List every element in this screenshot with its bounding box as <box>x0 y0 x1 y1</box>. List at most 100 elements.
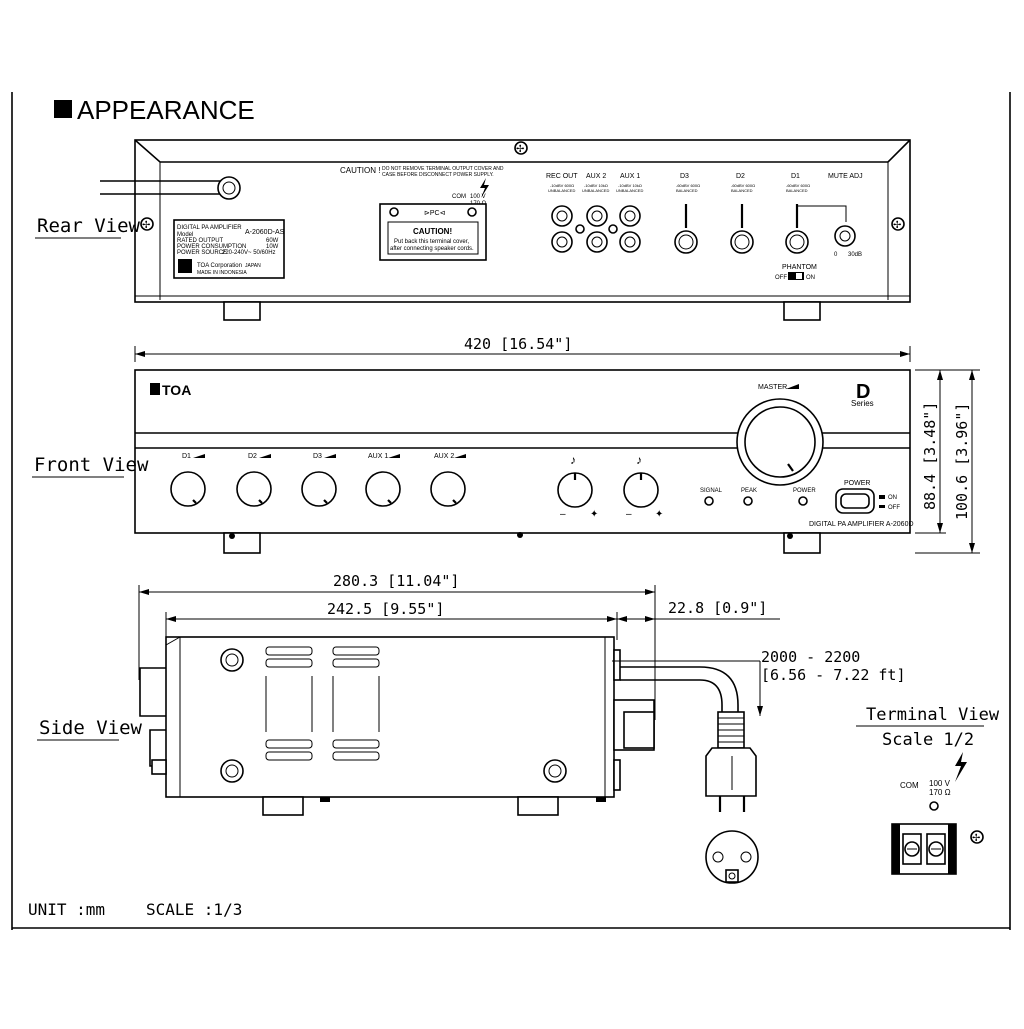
rating-label: DIGITAL PA AMPLIFIER Model A-2060D-AS RA… <box>173 219 285 279</box>
svg-text:MUTE ADJ: MUTE ADJ <box>828 173 863 180</box>
svg-text:-60dBV 600Ω: -60dBV 600Ω <box>676 183 700 188</box>
svg-text:-10dBV 10kΩ: -10dBV 10kΩ <box>618 183 642 188</box>
svg-text:10W: 10W <box>266 244 279 250</box>
series-logo: D <box>856 381 870 403</box>
svg-text:after connecting speaker cords: after connecting speaker cords. <box>390 246 474 252</box>
svg-text:D1: D1 <box>182 453 191 460</box>
svg-text:CAUTION!: CAUTION! <box>413 227 452 236</box>
knob-d2[interactable]: D2 <box>236 453 272 507</box>
toa-logo-icon <box>178 259 192 273</box>
svg-text:Model: Model <box>177 232 193 238</box>
svg-text:POWER: POWER <box>844 480 870 487</box>
svg-text:✢: ✢ <box>893 220 901 231</box>
model-caption: DIGITAL PA AMPLIFIER A-2060D <box>809 521 914 528</box>
cord-length-label: 2000 - 2200 <box>761 648 860 666</box>
scale-label: SCALE :1/3 <box>146 900 242 919</box>
plug-face-icon <box>705 830 759 884</box>
cord-length-imperial: [6.56 - 7.22 ft] <box>761 666 906 684</box>
svg-text:100 V: 100 V <box>470 194 486 200</box>
svg-text:MADE IN INDONESIA: MADE IN INDONESIA <box>197 270 247 276</box>
svg-text:UNBALANCED: UNBALANCED <box>582 188 609 193</box>
svg-text:BALANCED: BALANCED <box>676 188 698 193</box>
rear-screw-icon: ✢ ✢ ✢ <box>140 141 905 231</box>
knob-aux2[interactable]: AUX 2 <box>430 453 466 507</box>
svg-text:DIGITAL PA AMPLIFIER: DIGITAL PA AMPLIFIER <box>177 225 242 231</box>
svg-text:D1: D1 <box>791 173 800 180</box>
svg-text:RATED OUTPUT: RATED OUTPUT <box>177 238 224 244</box>
height-total-label: 100.6 [3.96"] <box>953 403 971 520</box>
treble-clef-icon: ♪ <box>636 453 642 467</box>
side-screw-icon <box>220 648 567 783</box>
width-dimension: 420 [16.54"] <box>134 335 911 362</box>
svg-text:D2: D2 <box>736 173 745 180</box>
side-view-label: Side View <box>39 717 143 739</box>
svg-text:AUX 1: AUX 1 <box>620 173 640 180</box>
knob-d1[interactable]: D1 <box>170 453 206 507</box>
knob-aux1[interactable]: AUX 1 <box>365 453 401 507</box>
rear-power-cable <box>100 176 241 200</box>
svg-text:–: – <box>626 509 632 520</box>
page-frame <box>11 92 1011 930</box>
side-view: Side View 280.3 [11.04"] 242.5 [9.55"] 2… <box>37 572 906 884</box>
high-voltage-icon <box>955 752 967 782</box>
svg-text:-60dBV 600Ω: -60dBV 600Ω <box>731 183 755 188</box>
mic-inputs: D3 -60dBV 600Ω BALANCED D2 -60dBV 600Ω B… <box>674 173 847 254</box>
mute-adj-knob: MUTE ADJ 0 30dB <box>828 173 863 258</box>
svg-text:UNBALANCED: UNBALANCED <box>548 188 575 193</box>
svg-text:-10dBV 10kΩ: -10dBV 10kΩ <box>584 183 608 188</box>
svg-text:REC OUT: REC OUT <box>546 173 578 180</box>
svg-text:TOA Corporation: TOA Corporation <box>197 263 242 269</box>
svg-text:ON: ON <box>888 495 897 501</box>
svg-text:PHANTOM: PHANTOM <box>782 264 817 271</box>
svg-text:✦: ✦ <box>655 509 663 520</box>
power-button[interactable]: POWER ON OFF <box>835 480 900 514</box>
side-vents <box>265 646 380 761</box>
svg-text:POWER SOURCE: POWER SOURCE <box>177 250 227 256</box>
svg-text:170 Ω: 170 Ω <box>929 788 951 797</box>
rca-jack-group: REC OUT -10dBV 600Ω UNBALANCED AUX 2 -10… <box>546 173 643 253</box>
svg-text:COM: COM <box>452 194 466 200</box>
front-chassis <box>134 369 911 534</box>
bass-clef-icon: ♪ <box>570 453 576 467</box>
knob-d3[interactable]: D3 <box>301 453 337 507</box>
svg-text:D3: D3 <box>680 173 689 180</box>
front-view: Front View TOA D Series MASTER D1 <box>32 369 914 554</box>
depth-body-label: 242.5 [9.55"] <box>327 600 444 618</box>
svg-text:CASE BEFORE DISCONNECT POWER S: CASE BEFORE DISCONNECT POWER SUPPLY. <box>382 172 494 178</box>
depth-rear-label: 22.8 [0.9"] <box>668 599 767 617</box>
knob-treble[interactable]: ♪ – ✦ <box>623 453 663 520</box>
knob-bass[interactable]: ♪ – ✦ <box>557 453 598 520</box>
phantom-switch: PHANTOM OFF ON <box>775 264 817 281</box>
svg-text:UNBALANCED: UNBALANCED <box>616 188 643 193</box>
page-title: APPEARANCE <box>77 95 255 125</box>
svg-text:PEAK: PEAK <box>741 488 757 494</box>
svg-text:–: – <box>560 509 566 520</box>
svg-text:-10dBV 600Ω: -10dBV 600Ω <box>550 183 574 188</box>
unit-label: UNIT :mm <box>28 900 105 919</box>
svg-text:30dB: 30dB <box>848 252 862 258</box>
input-knobs: D1 D2 D3 AUX 1 <box>170 453 663 520</box>
svg-text:-60dBV 600Ω: -60dBV 600Ω <box>786 183 810 188</box>
svg-text:60W: 60W <box>266 238 279 244</box>
high-voltage-icon <box>480 178 489 198</box>
heading-square-icon <box>54 100 72 118</box>
svg-text:✢: ✢ <box>516 144 524 155</box>
svg-text:CAUTION !: CAUTION ! <box>340 166 380 175</box>
terminal-view-label: Terminal View <box>866 705 1000 725</box>
power-cord <box>620 666 757 812</box>
svg-text:COM: COM <box>900 781 919 790</box>
rear-view: Rear View ✢ ✢ ✢ DIGITAL PA AMPLIFIER Mod… <box>35 139 911 321</box>
terminal-view: Terminal View Scale 1/2 COM 100 V 170 Ω … <box>856 705 1000 875</box>
svg-text:BALANCED: BALANCED <box>786 188 808 193</box>
svg-text:OFF: OFF <box>888 505 900 511</box>
svg-text:Series: Series <box>851 399 874 408</box>
brand-logo: TOA <box>162 382 191 398</box>
caution-block: CAUTION ! DO NOT REMOVE TERMINAL OUTPUT … <box>340 166 504 261</box>
svg-text:JAPAN: JAPAN <box>245 263 261 269</box>
rear-foot-right <box>783 301 821 321</box>
height-panel-label: 88.4 [3.48"] <box>921 402 939 510</box>
svg-text:D2: D2 <box>248 453 257 460</box>
svg-text:AUX 2: AUX 2 <box>586 173 606 180</box>
svg-text:SIGNAL: SIGNAL <box>700 488 723 494</box>
